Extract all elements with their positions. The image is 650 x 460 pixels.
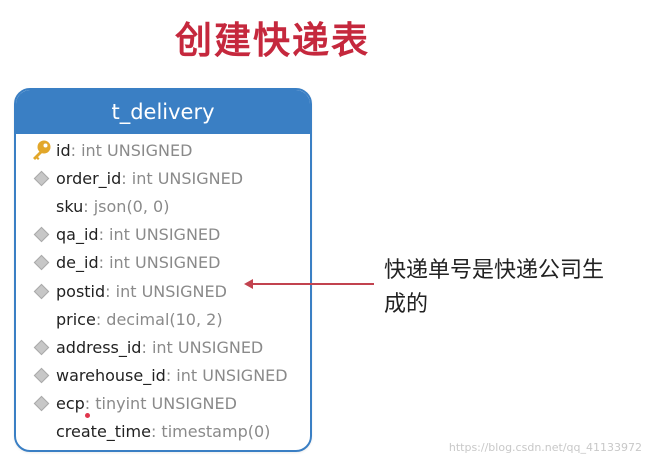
field-row-warehouse-id: warehouse_id: int UNSIGNED <box>16 362 310 390</box>
field-name: create_time <box>56 422 151 442</box>
field-name: de_id <box>56 253 99 273</box>
field-name: order_id <box>56 168 122 188</box>
field-row-order-id: order_id: int UNSIGNED <box>16 164 310 192</box>
watermark: https://blog.csdn.net/qq_41133972 <box>448 441 642 454</box>
field-name: postid <box>56 281 106 301</box>
annotation-arrow <box>250 283 374 285</box>
field-name: warehouse_id <box>56 366 166 386</box>
field-row-sku: sku: json(0, 0) <box>16 192 310 220</box>
diamond-icon <box>33 255 49 271</box>
field-row-postid: postid: int UNSIGNED <box>16 277 310 305</box>
field-name: address_id <box>56 337 142 357</box>
field-type: : int UNSIGNED <box>165 366 288 386</box>
diamond-icon <box>33 170 49 187</box>
annotation-line-1: 快递单号是快递公司生 <box>384 258 605 283</box>
field-row-address-id: address_id: int UNSIGNED <box>16 333 310 361</box>
field-row-price: price: decimal(10, 2) <box>16 305 310 333</box>
field-type: : int UNSIGNED <box>121 168 244 188</box>
field-list: id: int UNSIGNED order_id: int UNSIGNED … <box>16 134 310 446</box>
field-type: : int UNSIGNED <box>141 337 264 357</box>
field-type: : timestamp(0) <box>150 422 271 442</box>
annotation-line-2: 成的 <box>384 292 429 317</box>
diamond-icon <box>33 283 49 299</box>
diamond-icon <box>33 226 49 243</box>
table-header: t_delivery <box>16 90 310 134</box>
arrow-head-icon <box>244 279 253 289</box>
field-row-qa-id: qa_id: int UNSIGNED <box>16 221 310 249</box>
field-row-create-time: create_time: timestamp(0) <box>16 418 310 446</box>
field-name: sku <box>56 196 84 216</box>
field-type: : json(0, 0) <box>83 196 170 216</box>
field-type: : int UNSIGNED <box>98 253 221 273</box>
field-type: : int UNSIGNED <box>98 225 221 245</box>
field-name: price <box>56 309 96 329</box>
page-title: 创建快递表 <box>175 19 370 62</box>
field-row-ecp: ecp: tinyint UNSIGNED <box>16 390 310 418</box>
field-type: : decimal(10, 2) <box>95 309 223 329</box>
key-icon <box>30 139 52 161</box>
field-name: ecp <box>56 394 85 414</box>
field-row-id: id: int UNSIGNED <box>16 136 310 164</box>
field-name: qa_id <box>56 225 99 245</box>
field-row-de-id: de_id: int UNSIGNED <box>16 249 310 277</box>
diamond-icon <box>33 339 49 356</box>
pointer-dot <box>85 412 90 418</box>
annotation-text: 快递单号是快递公司生 成的 <box>384 254 634 322</box>
diamond-icon <box>33 367 49 384</box>
field-type: : int UNSIGNED <box>70 140 193 160</box>
field-name: id <box>56 140 71 160</box>
diamond-icon <box>33 396 49 412</box>
field-type: : int UNSIGNED <box>105 281 227 301</box>
field-type: : tinyint UNSIGNED <box>84 394 237 414</box>
table-t-delivery: t_delivery id: int UNSIGNED order_id: in… <box>14 88 312 452</box>
